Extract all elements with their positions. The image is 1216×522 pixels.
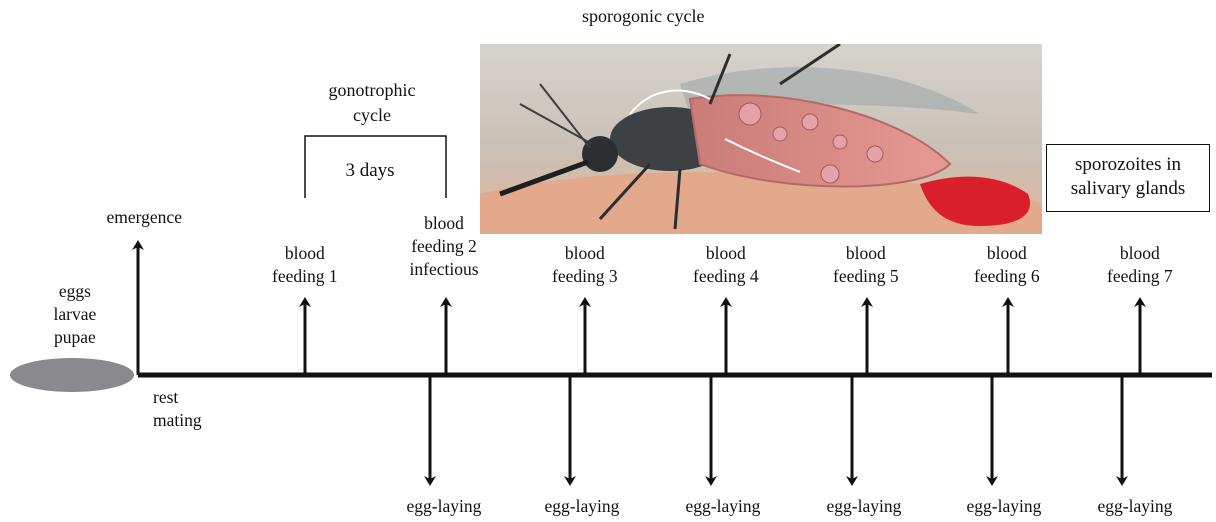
sporogonic-cycle-title: sporogonic cycle xyxy=(582,6,704,27)
sporozoites-box: sporozoites in salivary glands xyxy=(1046,144,1210,212)
mosquito-photo xyxy=(480,44,1042,234)
egg-laying-label-2: egg-laying xyxy=(545,495,620,518)
egg-laying-label-1: egg-laying xyxy=(407,495,482,518)
egg-laying-label-3: egg-laying xyxy=(686,495,761,518)
immature-stages-label: eggs larvae pupae xyxy=(54,280,97,349)
egg-laying-label-6: egg-laying xyxy=(1098,495,1173,518)
gonotrophic-cycle-title: gonotrophic cycle xyxy=(329,78,416,128)
egg-laying-label-4: egg-laying xyxy=(827,495,902,518)
egg-laying-label-5: egg-laying xyxy=(967,495,1042,518)
immature-stages-ellipse xyxy=(10,358,134,392)
rest-mating-label: rest mating xyxy=(153,386,202,432)
emergence-label: emergence xyxy=(107,206,182,229)
gonotrophic-duration: 3 days xyxy=(346,159,395,182)
